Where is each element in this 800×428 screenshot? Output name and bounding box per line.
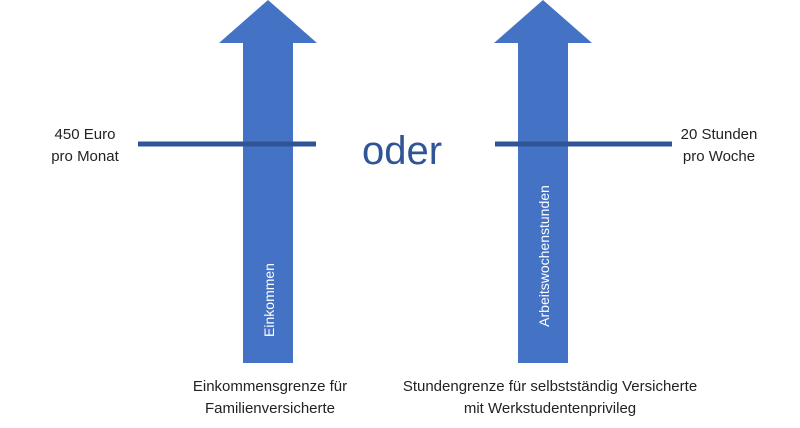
income-arrow [219,0,317,363]
connector-text: oder [361,129,443,173]
income-threshold-period: pro Monat [51,148,119,165]
hours-caption-line1: Stundengrenze für selbstständig Versiche… [402,378,698,395]
hours-threshold-period: pro Woche [682,148,756,165]
income-threshold-label: 450 Euro pro Monat [30,124,140,168]
hours-caption-line2: mit Werkstudentenprivileg [463,400,637,417]
hours-caption: Stundengrenze für selbstständig Versiche… [380,376,720,420]
hours-arrow-label: Arbeitswochenstunden [536,185,552,327]
income-arrow-label: Einkommen [261,263,277,337]
income-threshold-amount: 450 Euro [54,126,116,143]
hours-threshold-label: 20 Stunden pro Woche [664,124,774,168]
hours-threshold-amount: 20 Stunden [680,126,758,143]
income-caption-line1: Einkommensgrenze für [192,378,348,395]
income-caption-line2: Familienversicherte [204,400,336,417]
income-caption: Einkommensgrenze für Familienversicherte [140,376,400,420]
hours-arrow [494,0,592,363]
